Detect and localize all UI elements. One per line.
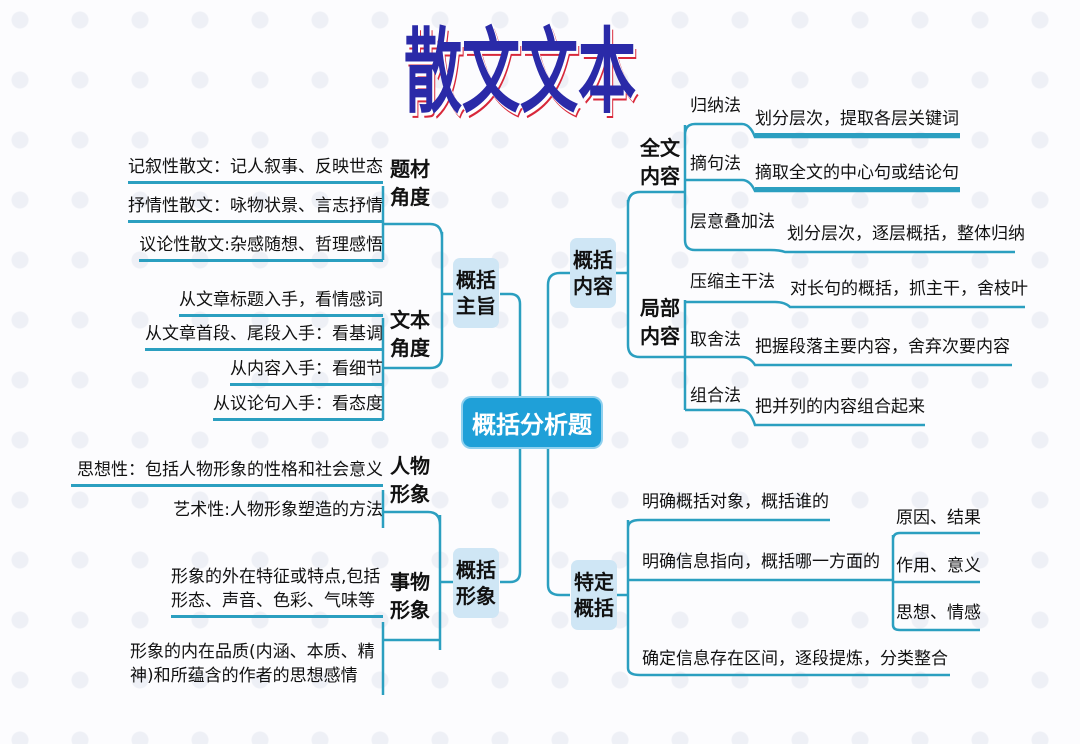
leaf: 从内容入手：看细节 [230,357,383,386]
node-theme: 概括主旨 [453,258,499,328]
leaf: 思想性：包括人物形象的性格和社会意义 [71,458,383,487]
method: 摘句法 [690,154,741,174]
node-image: 概括形象 [453,548,499,618]
leaf: 形象的内在品质(内涵、本质、精神)和所蕴含的作者的思想感情 [130,642,375,686]
aspect: 思想、情感 [896,603,981,623]
sub-subject: 题材角度 [390,157,430,209]
leaf: 明确信息指向，概括哪一方面的 [642,552,880,572]
leaf: 议论性散文:杂感随想、哲理感悟 [139,233,383,262]
leaf: 从文章首段、尾段入手：看基调 [145,322,383,351]
leaf: 从议论句入手：看态度 [213,392,383,421]
node-content: 概括内容 [570,238,616,308]
leaf: 记叙性散文：记人叙事、反映世态 [128,155,383,184]
sub-person: 人物形象 [390,454,430,506]
aspect: 作用、意义 [896,556,981,576]
method: 归纳法 [690,96,741,116]
center-node: 概括分析题 [463,398,601,447]
sub-text: 文本角度 [390,308,430,360]
leaf: 确定信息存在区间，逐段提炼，分类整合 [642,649,948,669]
leaf: 明确概括对象，概括谁的 [642,492,829,512]
method: 压缩主干法 [690,272,775,292]
page-title: 散文文本 [403,17,636,127]
leaf: 形象的外在特征或特点,包括形态、声音、色彩、气味等 [171,565,383,618]
method: 取舍法 [690,330,741,350]
leaf: 划分层次，逐层概括，整体归纳 [787,224,1025,244]
sub-part: 局部内容 [640,296,680,348]
leaf: 划分层次，提取各层关键词 [755,107,960,136]
sub-whole: 全文内容 [640,136,680,188]
node-specific: 特定概括 [571,560,617,630]
leaf: 抒情性散文：咏物状景、言志抒情 [128,194,383,223]
aspect: 原因、结果 [896,508,981,528]
sub-thing: 事物形象 [390,570,430,622]
leaf: 把握段落主要内容，舍弃次要内容 [755,337,1010,357]
leaf: 对长句的概括，抓主干，舍枝叶 [790,279,1028,299]
leaf: 从文章标题入手，看情感词 [179,288,383,317]
method: 层意叠加法 [690,212,775,232]
leaf: 把并列的内容组合起来 [755,397,925,417]
leaf: 艺术性:人物形象塑造的方法 [173,500,383,520]
method: 组合法 [690,386,741,406]
leaf: 摘取全文的中心句或结论句 [755,161,960,190]
